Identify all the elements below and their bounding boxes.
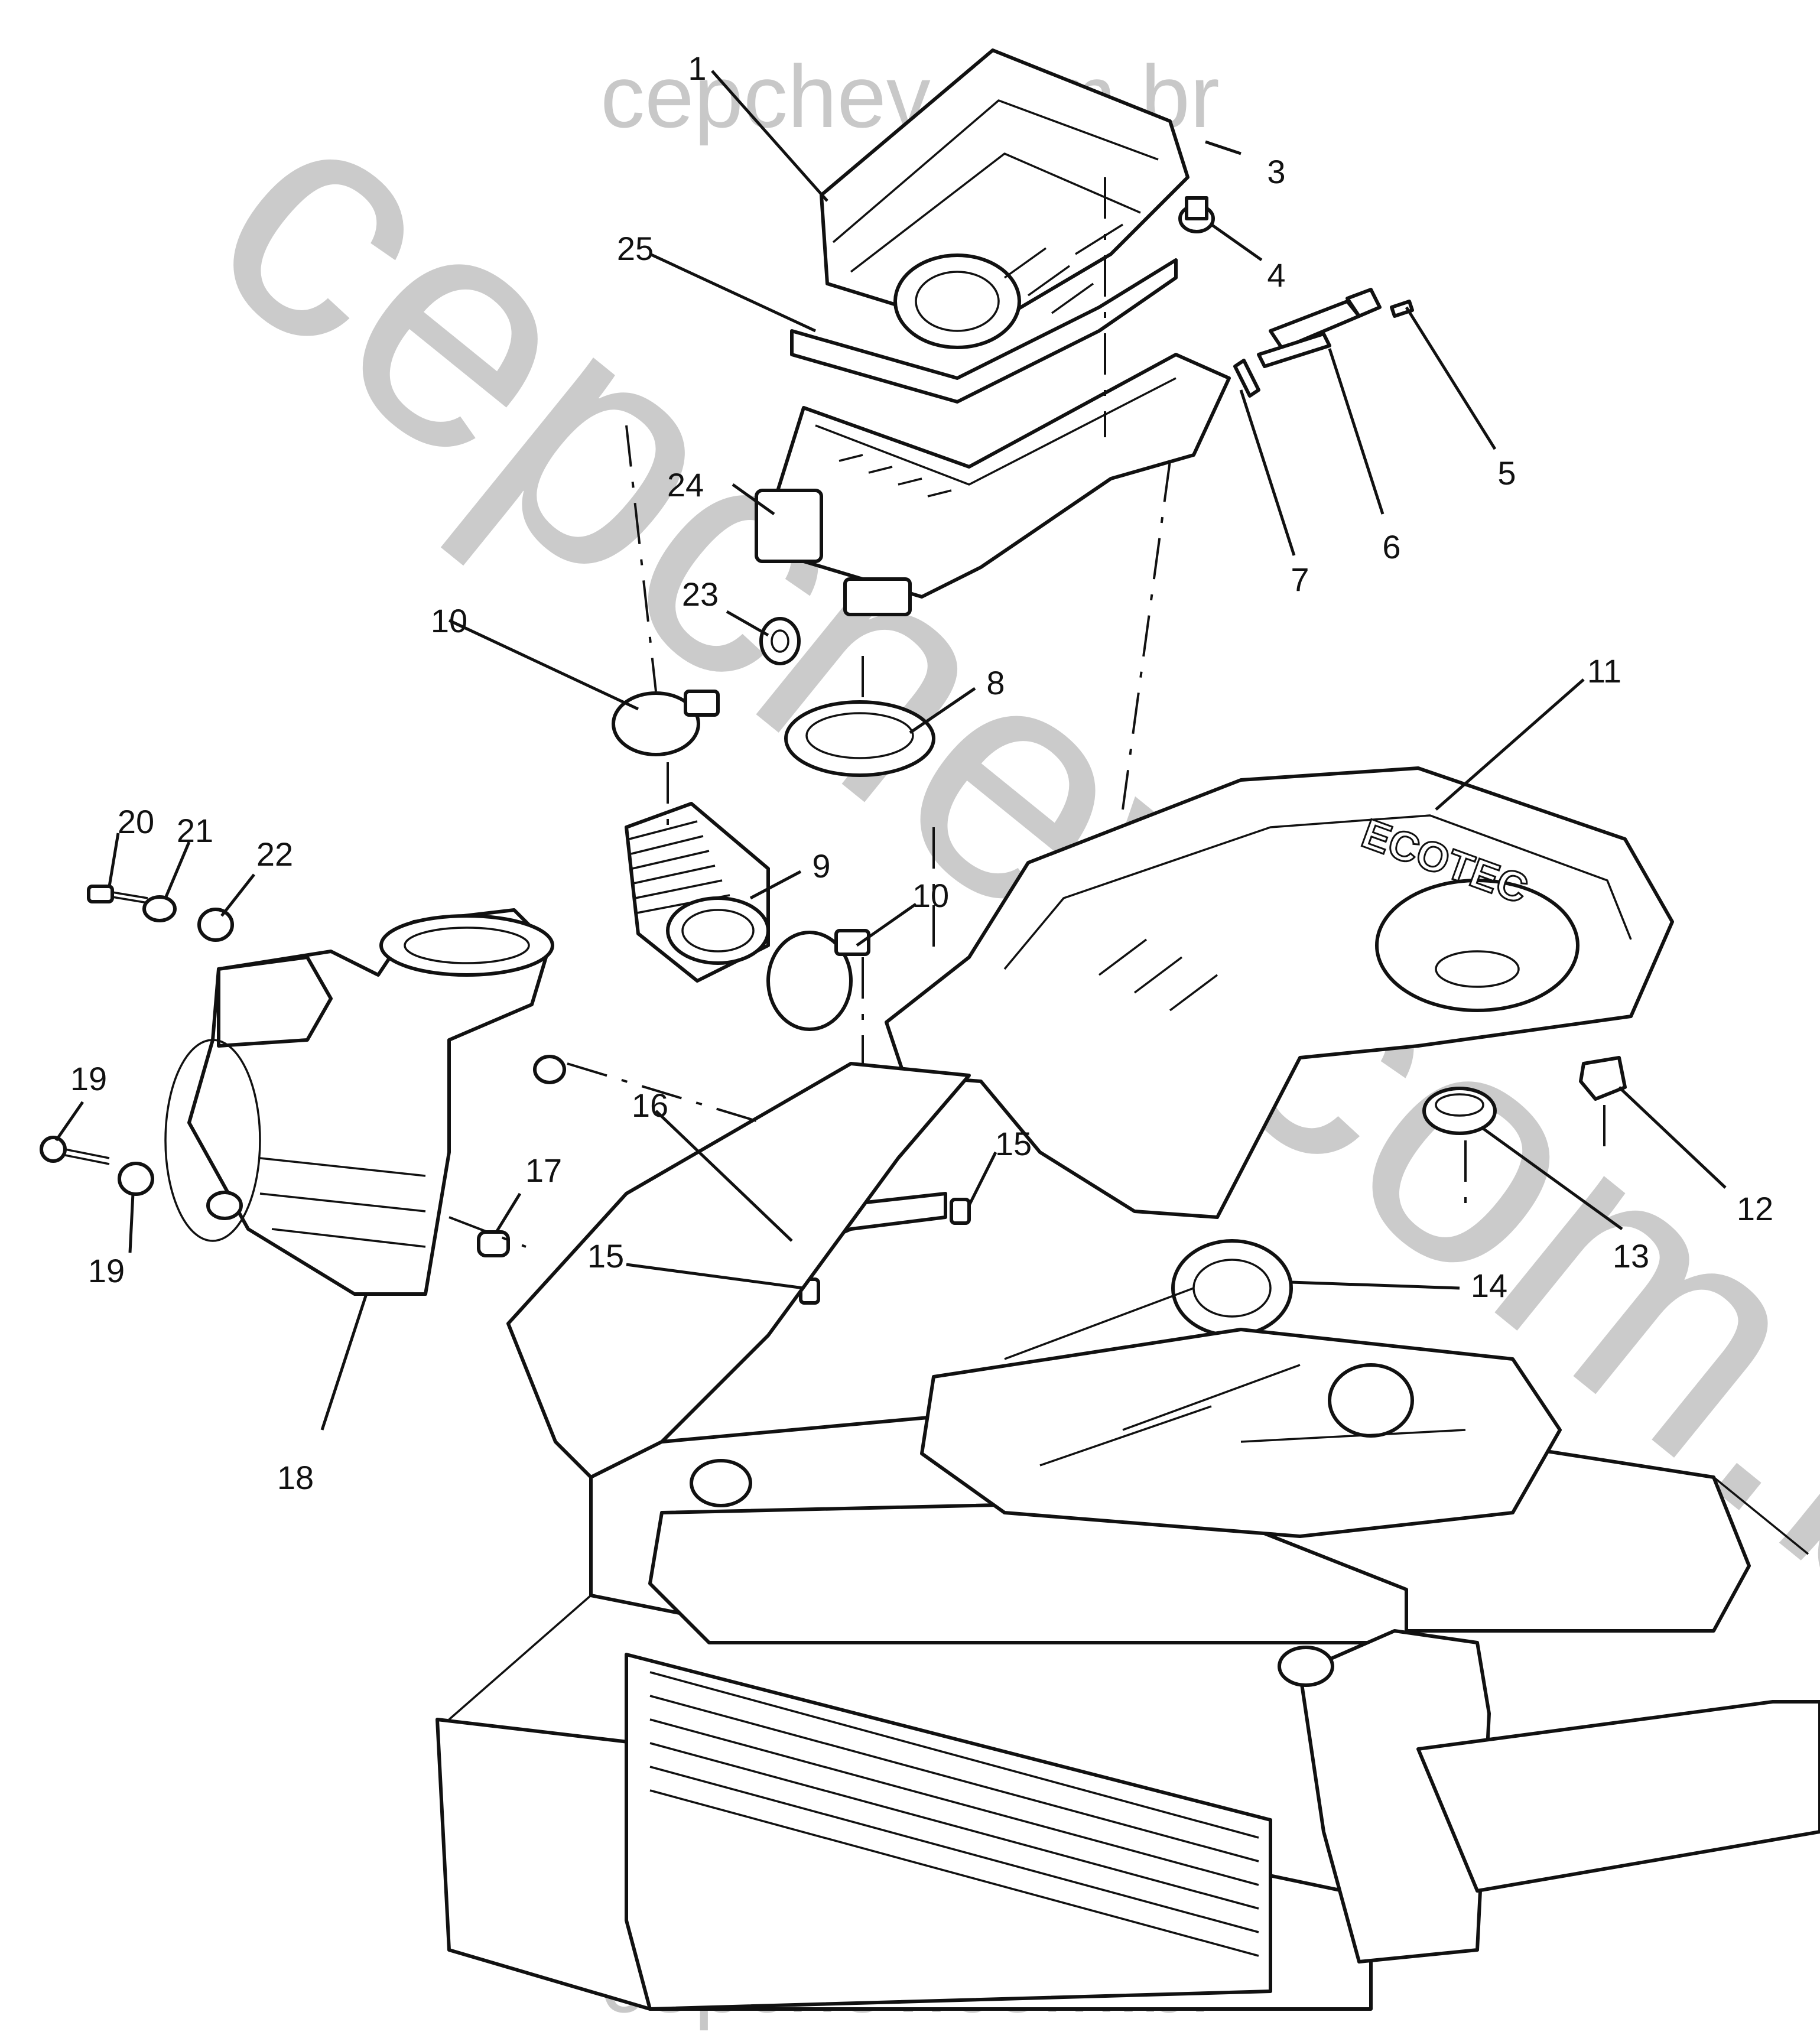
callout-8: 8	[986, 664, 1005, 701]
clip-15-upper	[950, 1198, 971, 1225]
callout-1: 1	[688, 50, 706, 87]
callout-10-upper: 10	[431, 602, 467, 639]
bolt-20	[40, 1136, 110, 1165]
grommet-19-upper	[197, 908, 234, 942]
air-cleaner-upper-housing	[820, 48, 1190, 349]
callout-10-lower: 10	[912, 877, 949, 914]
callout-15-upper: 15	[995, 1125, 1032, 1162]
callout-5: 5	[1497, 454, 1516, 492]
callout-13: 13	[1613, 1237, 1649, 1275]
air-duct-bellows-9	[625, 802, 770, 983]
air-cleaner-lower-housing	[755, 353, 1231, 616]
seal-13	[1422, 1087, 1497, 1135]
callout-numbers: 1 3 4 5 6 7 8 9 10 10 11 12 13 14 15 15 …	[70, 50, 1773, 1496]
callout-4: 4	[1267, 256, 1285, 294]
callout-24: 24	[667, 466, 704, 503]
callout-21: 20	[118, 803, 154, 840]
callout-16: 16	[632, 1087, 668, 1124]
screw-5	[1390, 300, 1414, 318]
callout-22: 21	[177, 812, 213, 849]
sensor-6	[1257, 288, 1382, 368]
callout-23: 23	[682, 576, 719, 613]
grommet-23	[759, 617, 801, 665]
callout-11: 11	[1587, 652, 1621, 690]
seal-ring-8	[784, 700, 935, 777]
callout-25: 25	[617, 230, 654, 267]
gasket-7	[1233, 359, 1260, 398]
callout-19-upper: 22	[256, 836, 293, 873]
fastener-3-4	[1178, 196, 1215, 233]
callout-3: 3	[1267, 153, 1285, 190]
callout-6: 6	[1382, 528, 1400, 565]
callout-18: 18	[277, 1459, 314, 1496]
air-filter-element	[790, 258, 1178, 404]
callout-14: 14	[1471, 1267, 1507, 1304]
grommet-19-lower	[118, 1162, 154, 1196]
callout-7: 7	[1291, 561, 1309, 598]
callout-12: 12	[1737, 1190, 1773, 1227]
assembly-centerlines	[448, 177, 1606, 1248]
callout-17: 17	[525, 1152, 562, 1189]
callout-15-lower: 15	[587, 1237, 624, 1275]
air-intake-resonator-18	[164, 908, 566, 1296]
callout-leader-lines	[54, 70, 1727, 1431]
callout-19-lower: 19	[88, 1252, 125, 1289]
bushing-17	[477, 1230, 510, 1257]
clamp-10-lower	[766, 929, 870, 1031]
callout-20: 19	[70, 1060, 107, 1097]
vehicle-front-structure	[436, 1062, 1820, 2011]
grommet-12	[1579, 1056, 1627, 1101]
callout-9: 9	[812, 847, 830, 885]
washer-22	[142, 895, 177, 922]
fastener-21	[87, 885, 148, 904]
seal-14	[1171, 1239, 1293, 1337]
